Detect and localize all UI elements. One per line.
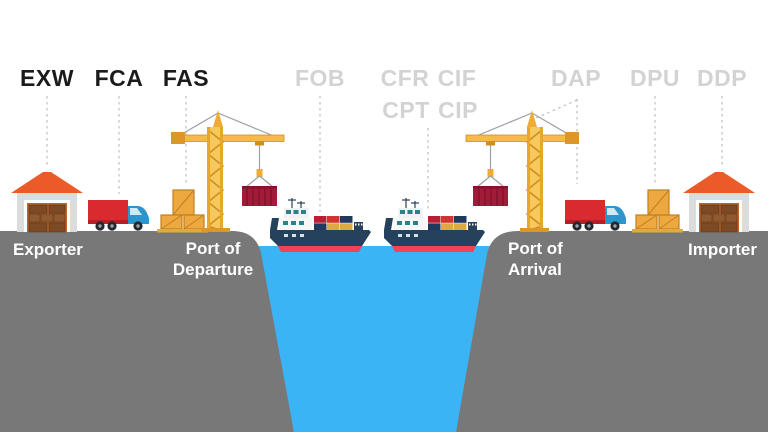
crane-icon-arrival bbox=[465, 109, 580, 233]
term-fca: FCA bbox=[94, 65, 144, 91]
term-cpt: CPT bbox=[382, 97, 430, 123]
warehouse-icon-exporter bbox=[10, 171, 84, 233]
ground-shape-right bbox=[456, 231, 768, 432]
term-fob: FOB bbox=[294, 65, 346, 91]
ground-shape-left bbox=[0, 231, 294, 432]
term-ddp: DDP bbox=[696, 65, 748, 91]
water-shape bbox=[256, 246, 496, 432]
term-fas: FAS bbox=[162, 65, 210, 91]
location-port-of-arrival-line1: Port of bbox=[508, 239, 563, 258]
term-cip: CIP bbox=[438, 97, 478, 123]
warehouse-icon-importer bbox=[682, 171, 756, 233]
term-cfr: CFR bbox=[380, 65, 430, 91]
truck-icon-export bbox=[88, 200, 149, 231]
location-importer: Importer bbox=[688, 240, 757, 259]
location-port-of-arrival-line2: Arrival bbox=[508, 260, 562, 279]
location-port-of-arrival: Port of Arrival bbox=[508, 238, 563, 280]
cargo-ship-icon-2 bbox=[383, 197, 486, 253]
term-exw: EXW bbox=[20, 65, 74, 91]
crates-icon-arrival bbox=[631, 189, 684, 234]
term-cif: CIF bbox=[437, 65, 477, 91]
location-port-of-departure-line2: Departure bbox=[172, 260, 254, 279]
term-dpu: DPU bbox=[629, 65, 681, 91]
location-port-of-departure-line1: Port of bbox=[185, 239, 241, 258]
dashed-lines bbox=[46, 96, 723, 212]
location-exporter: Exporter bbox=[13, 240, 83, 259]
location-port-of-departure: Port of Departure bbox=[173, 238, 253, 280]
crates-icon-departure bbox=[156, 189, 209, 234]
term-dap: DAP bbox=[550, 65, 602, 91]
dashed-line-dap-diagonal bbox=[535, 99, 578, 119]
truck-icon-import bbox=[565, 200, 626, 231]
